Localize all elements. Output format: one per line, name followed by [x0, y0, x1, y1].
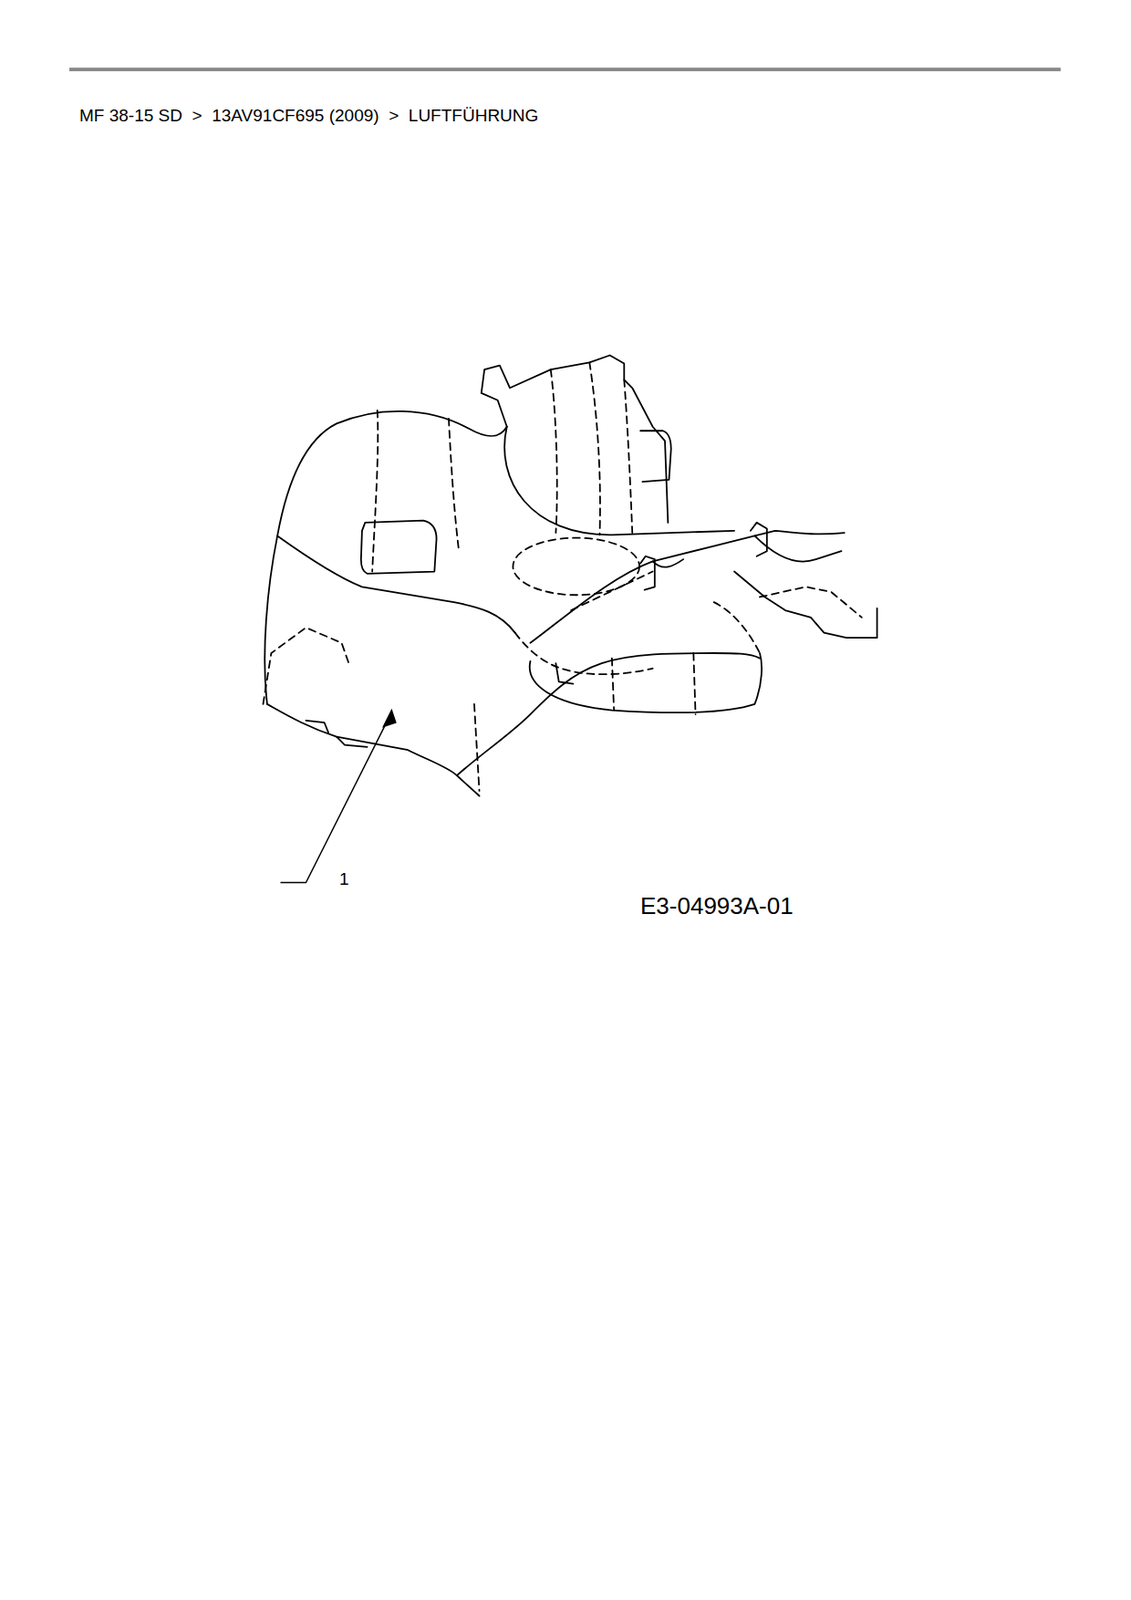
breadcrumb-title: MF 38-15 SD > 13AV91CF695 (2009) > LUFTF… — [79, 106, 539, 125]
callout-number: 1 — [339, 870, 350, 888]
drawing-number: E3-04993A-01 — [640, 893, 794, 918]
leader-line — [280, 710, 395, 883]
air-guide-drawing — [262, 354, 877, 796]
top-rule — [69, 67, 1061, 72]
